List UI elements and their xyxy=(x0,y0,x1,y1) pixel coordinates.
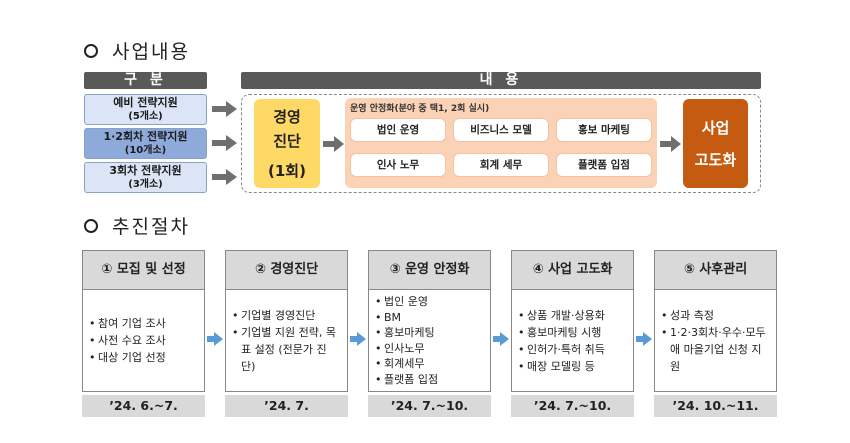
diagnosis-line1: 경영 xyxy=(273,107,301,126)
advancement-box: 사업 고도화 xyxy=(683,99,748,188)
step-item: 참여 기업 조사 xyxy=(89,315,198,332)
step-item: 법인 운영 xyxy=(375,294,484,310)
stabilization-item: 회계 세무 xyxy=(454,154,548,176)
step-4-date: ’24. 7.~10. xyxy=(511,395,634,417)
category-round3: 3회차 전략지원 (3개소) xyxy=(84,162,207,193)
step-item: 1·2·3회차·우수·모두애 마을기업 신청 지원 xyxy=(661,324,770,375)
section-title-business: 사업내용 xyxy=(84,37,190,64)
arrow-head xyxy=(226,101,237,117)
step-item: 인사노무 xyxy=(375,341,484,357)
category-count: (3개소) xyxy=(128,178,163,190)
step-1-header: ① 모집 및 선정 xyxy=(82,250,205,290)
step-4-body: 상품 개발·상용화 홍보마케팅 시행 인허가·특허 취득 매장 모델링 등 xyxy=(511,290,634,392)
category-name: 3회차 전략지원 xyxy=(109,163,182,177)
arrow-shaft xyxy=(212,140,226,146)
category-count: (10개소) xyxy=(124,144,167,156)
section-title-text: 추진절차 xyxy=(112,216,190,238)
step-3-body: 법인 운영 BM 홍보마케팅 인사노무 회계세무 플랫폼 입점 xyxy=(368,290,491,392)
step-5-header: ⑤ 사후관리 xyxy=(654,250,777,290)
arrow-shaft xyxy=(212,106,226,112)
diagnosis-line2: 진단 xyxy=(273,131,301,150)
arrow-head xyxy=(226,135,237,151)
arrow-to-advancement xyxy=(660,136,681,152)
diagnosis-box: 경영 진단 (1회) xyxy=(254,99,320,188)
step-5-body: 성과 측정 1·2·3회차·우수·모두애 마을기업 신청 지원 xyxy=(654,290,777,392)
stabilization-item: 법인 운영 xyxy=(351,119,445,141)
stabilization-item: 홍보 마케팅 xyxy=(557,119,651,141)
step-5-date: ’24. 10.~11. xyxy=(654,395,777,417)
step-item: 홍보마케팅 xyxy=(375,325,484,341)
category-round12: 1·2회차 전략지원 (10개소) xyxy=(84,128,207,159)
stabilization-item: 인사 노무 xyxy=(351,154,445,176)
step-item: 대상 기업 선정 xyxy=(89,349,198,366)
diagnosis-line3: (1회) xyxy=(268,161,306,180)
arrow-to-stabilization xyxy=(323,136,344,152)
arrow-shaft xyxy=(212,174,226,180)
arrow-head xyxy=(334,136,344,152)
category-name: 예비 전략지원 xyxy=(113,95,178,109)
header-category: 구 분 xyxy=(84,72,207,89)
step-item: 기업별 경영진단 xyxy=(232,307,341,324)
category-name: 1·2회차 전략지원 xyxy=(103,129,188,143)
step-item: 홍보마케팅 시행 xyxy=(518,324,627,341)
step-4-header: ④ 사업 고도화 xyxy=(511,250,634,290)
advancement-line2: 고도화 xyxy=(694,150,737,169)
step-item: 사전 수요 조사 xyxy=(89,332,198,349)
arrow-shaft xyxy=(323,141,334,147)
content-container xyxy=(241,94,761,193)
step-item: 플랫폼 입점 xyxy=(375,372,484,388)
step-item: 매장 모델링 등 xyxy=(518,358,627,375)
step-item: 성과 측정 xyxy=(661,307,770,324)
category-preliminary: 예비 전략지원 (5개소) xyxy=(84,94,207,125)
section-title-text: 사업내용 xyxy=(112,41,190,63)
arrow-head xyxy=(671,136,681,152)
advancement-line1: 사업 xyxy=(701,118,730,137)
step-2-header: ② 경영진단 xyxy=(225,250,348,290)
arrow-shaft xyxy=(660,141,671,147)
step-item: 기업별 지원 전략, 목표 설정 (전문가 진단) xyxy=(232,324,341,375)
step-1-date: ’24. 6.~7. xyxy=(82,395,205,417)
step-3-date: ’24. 7.~10. xyxy=(368,395,491,417)
category-arrows xyxy=(212,101,237,185)
circle-bullet-icon xyxy=(84,43,98,58)
step-item: 인허가·특허 취득 xyxy=(518,341,627,358)
section-title-procedure: 추진절차 xyxy=(84,212,190,239)
step-1-body: 참여 기업 조사 사전 수요 조사 대상 기업 선정 xyxy=(82,290,205,392)
step-2-date: ’24. 7. xyxy=(225,395,348,417)
stabilization-item: 비즈니스 모델 xyxy=(454,119,548,141)
circle-bullet-icon xyxy=(84,218,98,233)
header-content: 내 용 xyxy=(241,72,761,89)
stabilization-item: 플랫폼 입점 xyxy=(557,154,651,176)
arrow-head xyxy=(226,169,237,185)
step-item: 상품 개발·상용화 xyxy=(518,307,627,324)
step-item: BM xyxy=(375,310,484,326)
step-3-header: ③ 운영 안정화 xyxy=(368,250,491,290)
category-count: (5개소) xyxy=(128,110,163,122)
stabilization-title: 운영 안정화(분야 중 택1, 2회 실시) xyxy=(350,104,490,114)
step-item: 회계세무 xyxy=(375,356,484,372)
step-2-body: 기업별 경영진단 기업별 지원 전략, 목표 설정 (전문가 진단) xyxy=(225,290,348,392)
